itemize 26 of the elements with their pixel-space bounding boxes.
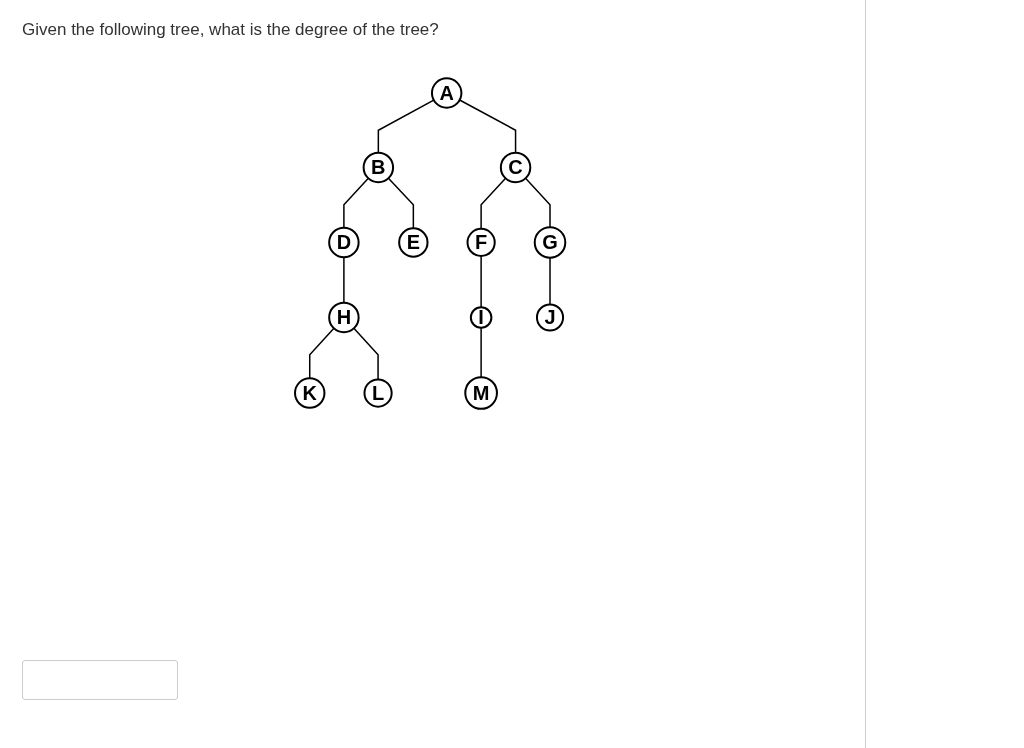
connector — [549, 257, 551, 306]
node-circle: G — [533, 226, 567, 259]
connector — [458, 99, 517, 154]
connector — [480, 255, 482, 308]
node-circle: A — [430, 77, 463, 109]
node-circle: K — [293, 377, 326, 409]
connector — [524, 177, 551, 228]
connector — [308, 327, 335, 380]
node-circle: F — [466, 227, 496, 258]
node-circle: B — [362, 151, 394, 184]
node-circle: I — [469, 306, 493, 329]
node-circle: M — [464, 376, 498, 410]
connector — [352, 327, 379, 381]
node-circle: D — [328, 226, 360, 259]
node-circle: J — [535, 303, 564, 332]
connector — [387, 177, 414, 230]
connector — [343, 177, 369, 229]
node-circle: C — [499, 151, 532, 184]
node-circle: H — [328, 301, 360, 334]
question-text: Given the following tree, what is the degree of the tree? — [22, 20, 439, 40]
connector — [377, 99, 435, 154]
node-circle: L — [363, 378, 393, 408]
connector — [480, 327, 482, 378]
connector — [343, 256, 345, 304]
node-circle: E — [398, 227, 429, 258]
connector — [480, 177, 507, 230]
